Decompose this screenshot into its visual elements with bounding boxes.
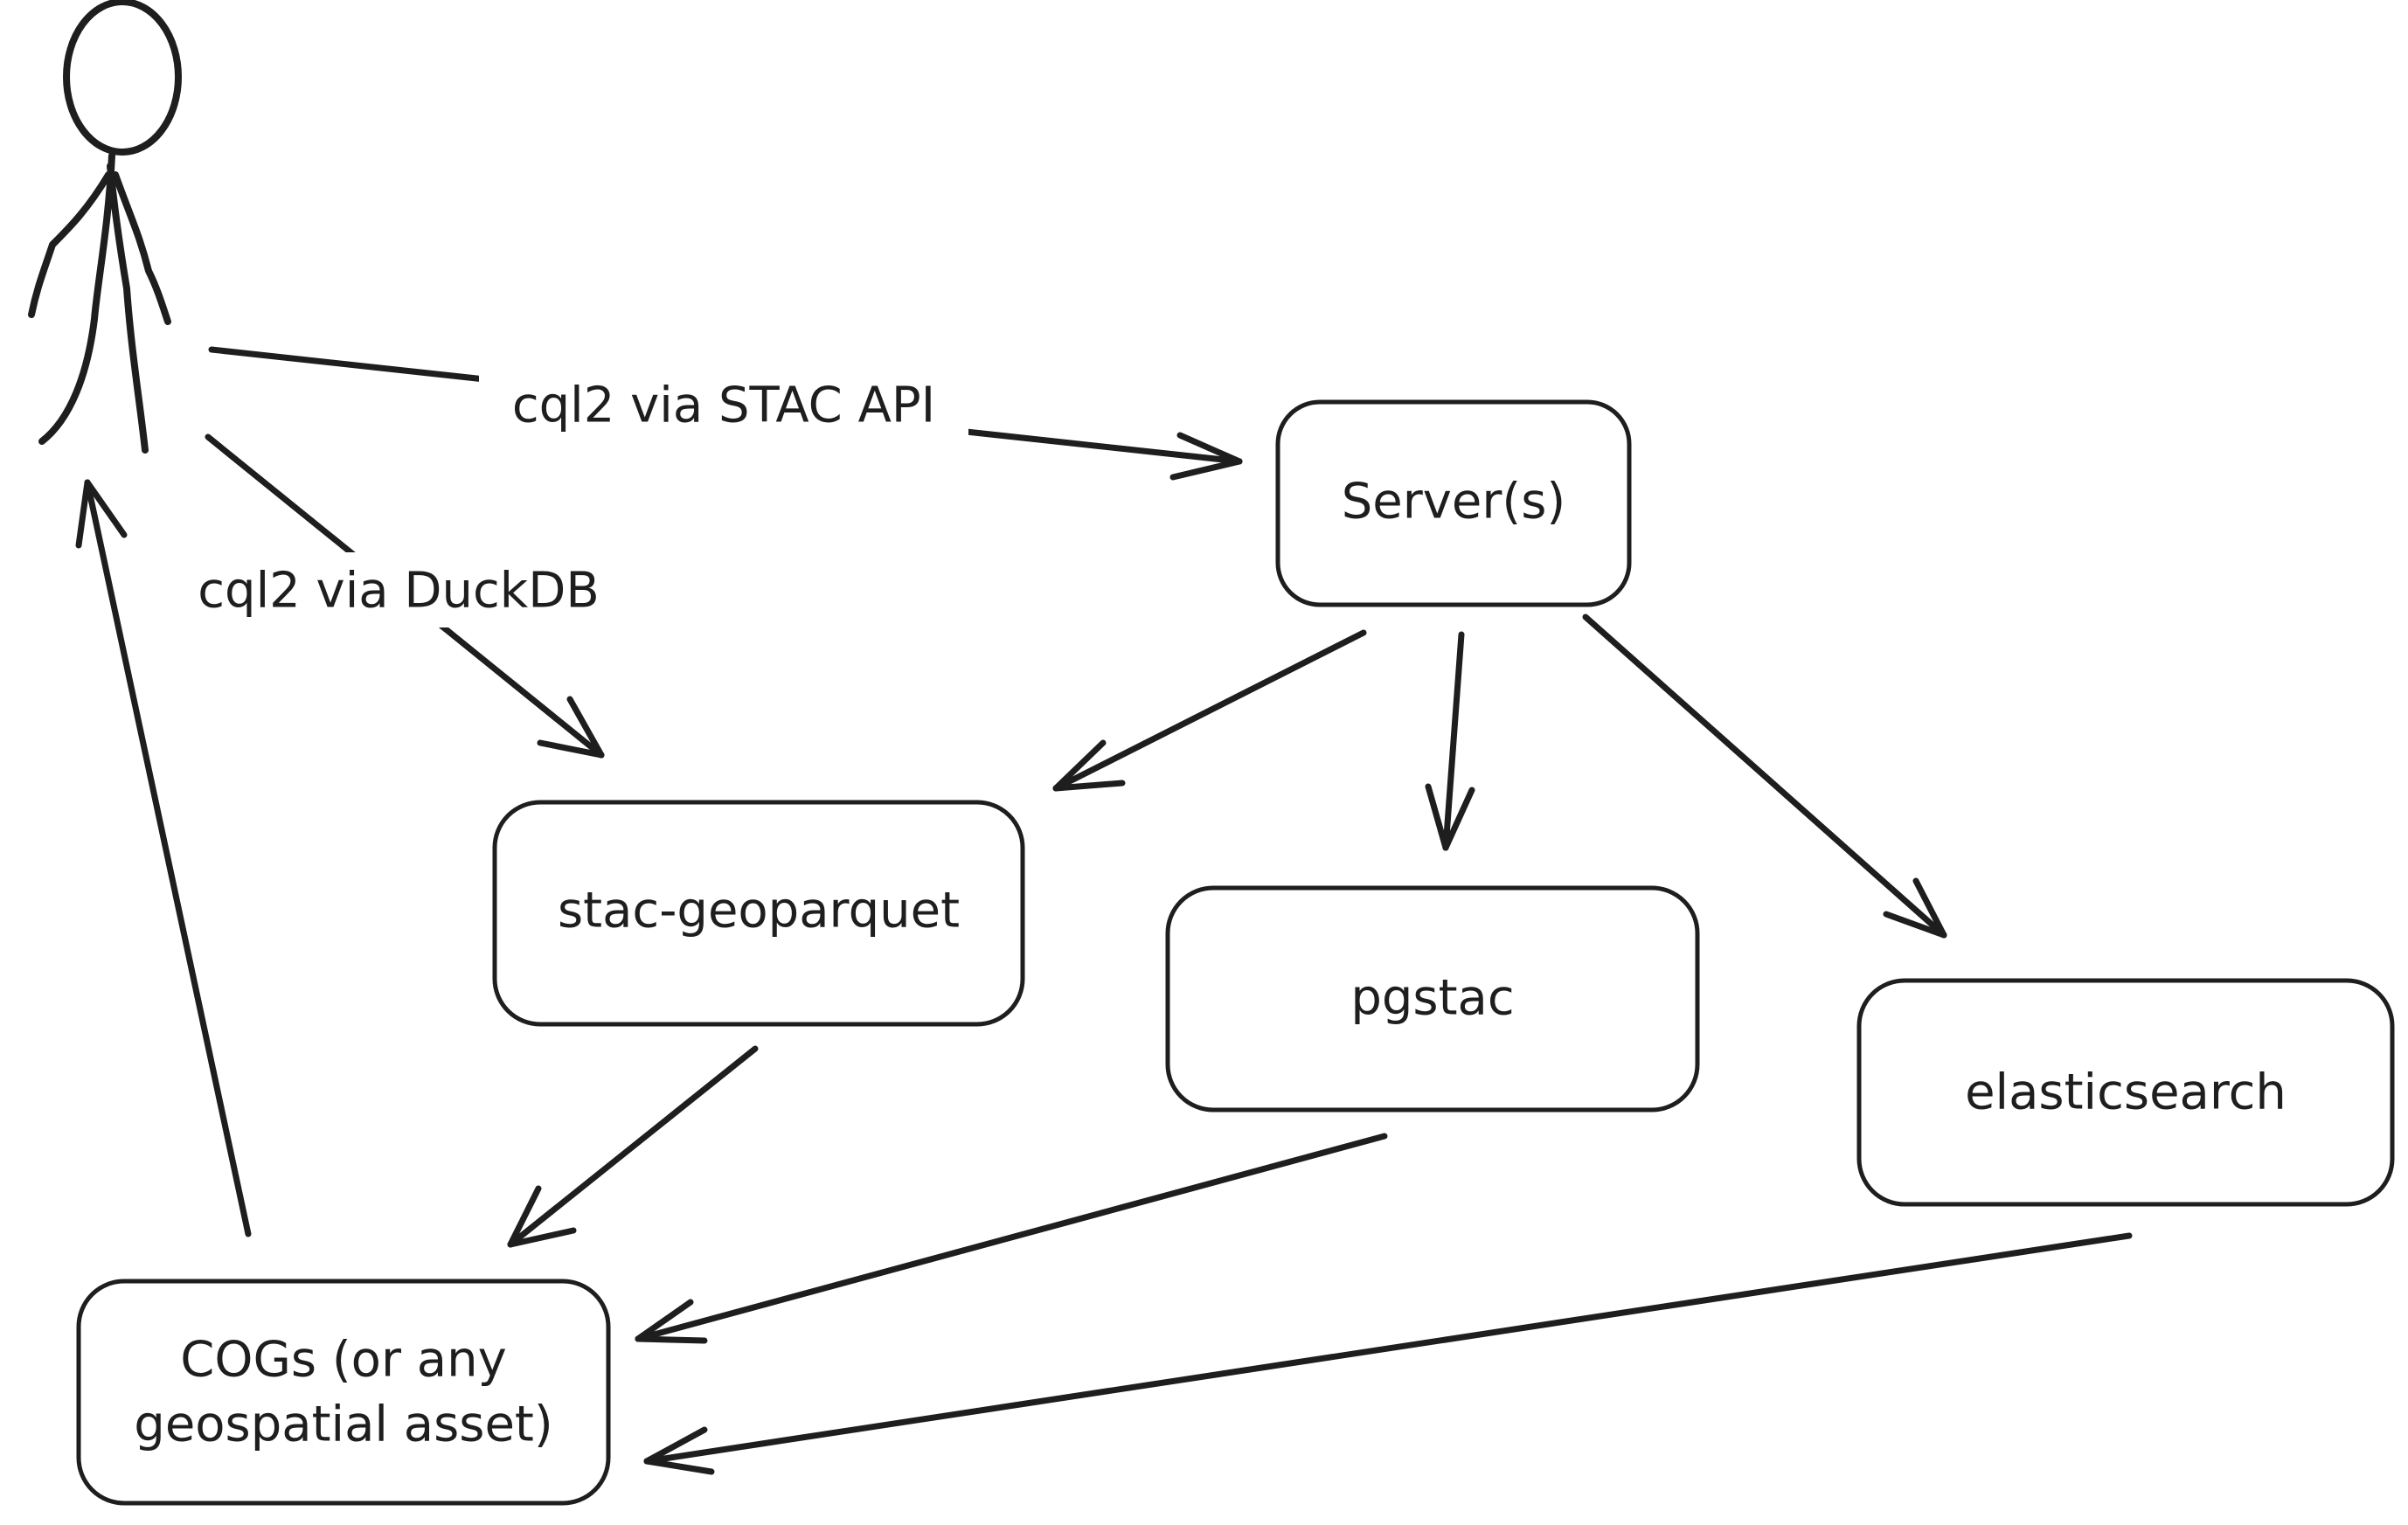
pgstac-node: pgstac: [1165, 885, 1700, 1113]
edge-label-bg-duckdb: [184, 552, 614, 627]
stac-geoparquet-label: stac-geoparquet: [558, 883, 960, 939]
elasticsearch-label: elasticsearch: [1965, 1064, 2287, 1121]
edge-server-to-pgstac: [1425, 631, 1475, 851]
server-label: Server(s): [1342, 474, 1566, 530]
edge-label-stac-api: cql2 via STAC API: [512, 378, 935, 434]
cogs-label-line2: geospatial asset): [134, 1397, 552, 1453]
user-stick-figure: [28, 0, 182, 454]
edge-stac-geoparquet-to-cogs: [507, 1045, 759, 1248]
edge-elasticsearch-to-cogs: [643, 1232, 2133, 1475]
edge-label-bg-stac-api: [479, 367, 968, 442]
elasticsearch-node: elasticsearch: [1856, 978, 2395, 1207]
edge-pgstac-to-cogs: [635, 1133, 1388, 1344]
stac-geoparquet-node: stac-geoparquet: [492, 800, 1025, 1027]
edge-server-to-elasticsearch: [1582, 613, 1947, 939]
edge-server-to-stac-geoparquet: [1052, 629, 1367, 792]
edge-label-duckdb: cql2 via DuckDB: [198, 563, 600, 620]
cogs-label-line1: COGs (or any: [180, 1332, 506, 1389]
pgstac-label: pgstac: [1350, 970, 1514, 1027]
cogs-node: COGs (or any geospatial asset): [76, 1279, 611, 1506]
server-node: Server(s): [1275, 399, 1632, 607]
edge-cogs-to-user: [75, 479, 252, 1237]
